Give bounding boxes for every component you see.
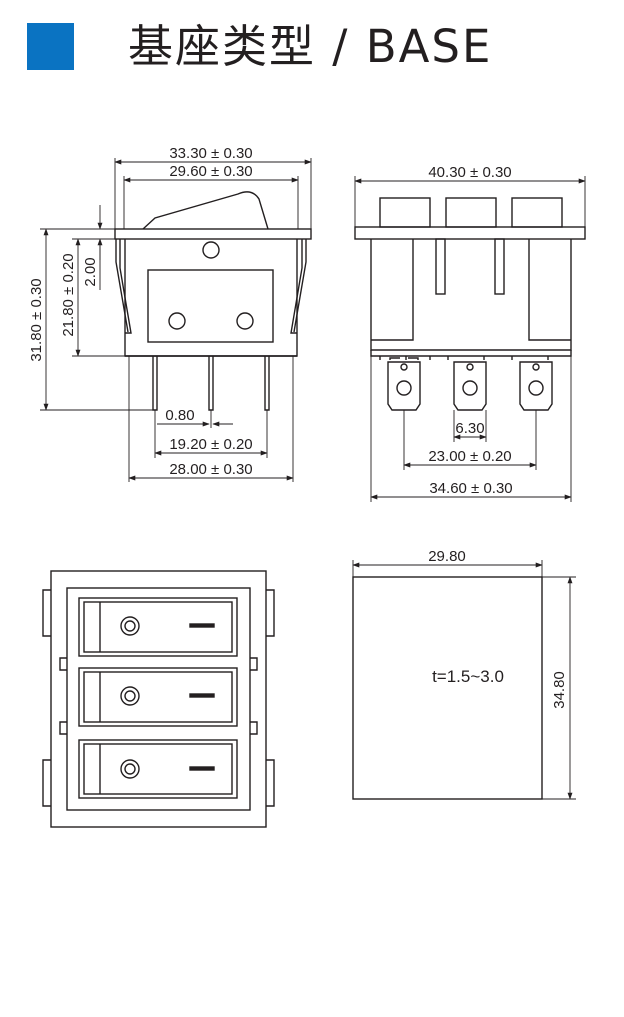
terminal-2 [453,361,487,411]
dim-terminal-pitch: 23.00 ± 0.20 [428,448,511,465]
rocker-top-1 [379,197,431,228]
dim-pin-width: 0.80 [165,407,194,424]
top-rocker-1 [78,597,238,657]
dim-pin-pitch: 19.20 ± 0.20 [169,436,252,453]
top-rocker-2 [78,667,238,727]
indicator-hole [202,241,220,259]
pin-right [264,356,270,411]
side-view [354,197,586,411]
side-view-dimensions [354,176,586,502]
front-view-labels: 33.30 ± 0.30 29.60 ± 0.30 31.80 ± 0.30 2… [28,145,253,478]
dim-cutout-width: 29.80 [428,548,466,565]
cutout-labels: 29.80 34.80 t=1.5~3.0 [428,548,568,709]
dim-height-body: 21.80 ± 0.20 [60,253,77,336]
panel-thickness: t=1.5~3.0 [432,667,504,686]
pin-center [208,356,214,411]
dim-side-width-bottom: 34.60 ± 0.30 [429,480,512,497]
pin-left [152,356,158,411]
side-flange [354,226,586,240]
terminal-window [147,269,274,343]
dim-height-total: 31.80 ± 0.30 [28,278,45,361]
rocker-actuator [142,191,269,230]
accent-square-icon [27,23,74,70]
cutout-rect [352,576,543,800]
slot-left [435,238,446,295]
dim-width-inner: 29.60 ± 0.30 [169,163,252,180]
flange-plate [114,228,312,240]
dim-width-outer: 33.30 ± 0.30 [169,145,252,162]
rocker-top-2 [445,197,497,228]
slot-right [494,238,505,295]
dim-flange: 2.00 [82,257,99,286]
top-frame-inner [66,587,251,811]
side-view-labels: 40.30 ± 0.30 6.30 23.00 ± 0.20 34.60 ± 0… [428,164,512,497]
header: 基座类型 / BASE [0,0,624,90]
top-view [42,570,275,828]
top-frame-outer [50,570,267,828]
page-title: 基座类型 / BASE [128,20,493,73]
cutout-dimensions [352,560,576,800]
right-clip [290,239,303,334]
top-rocker-3 [78,739,238,799]
rocker-top-3 [511,197,563,228]
dim-width-bottom: 28.00 ± 0.30 [169,461,252,478]
panel-cutout [352,576,543,800]
dim-width-top: 40.30 ± 0.30 [428,164,511,181]
terminal-3 [519,361,553,411]
dim-cutout-height: 34.80 [551,671,568,709]
front-view [114,191,312,411]
left-clip [119,239,132,334]
front-view-dimensions [40,158,312,482]
terminal-1 [387,357,421,411]
dim-terminal-width: 6.30 [455,420,484,437]
